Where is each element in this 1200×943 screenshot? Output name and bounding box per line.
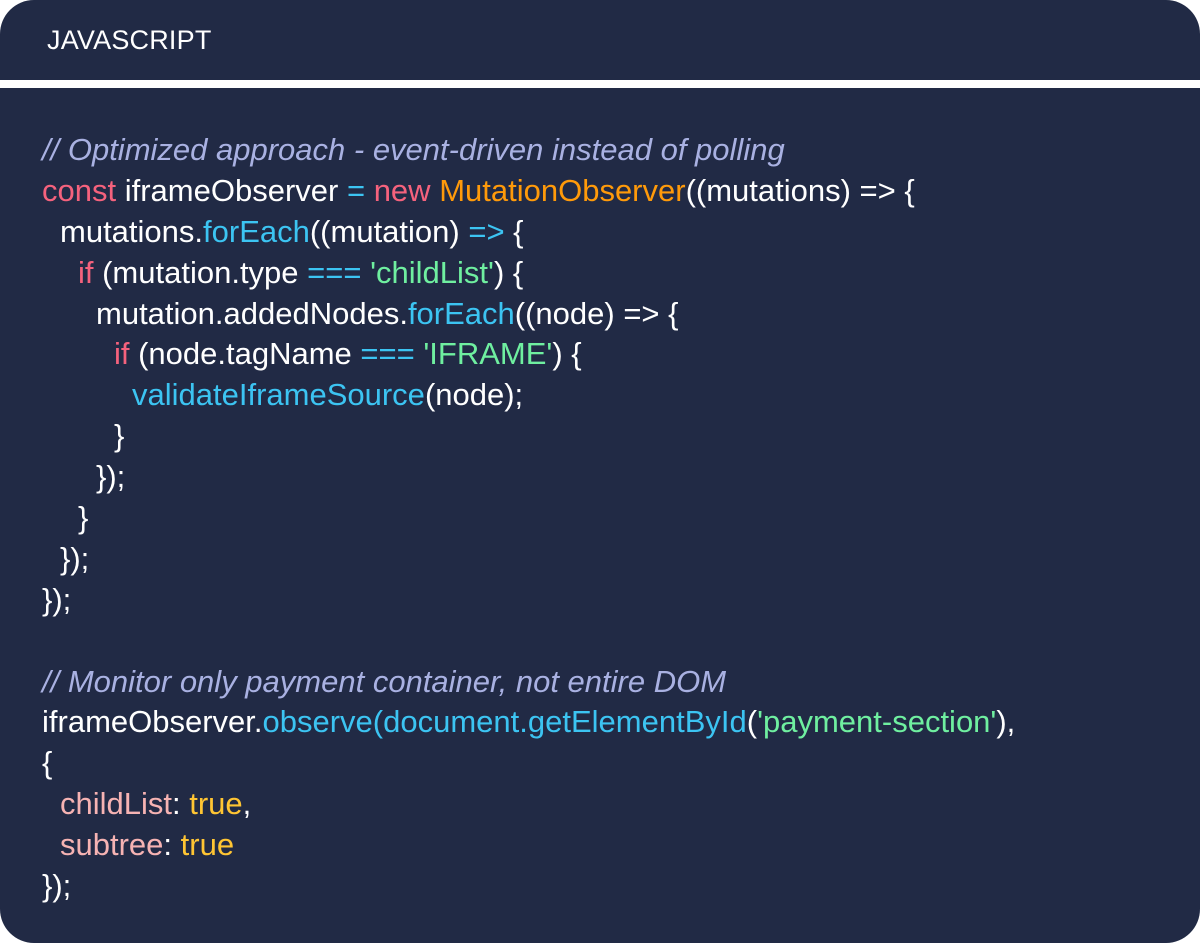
code-token-plain: mutations.: [60, 213, 204, 249]
code-token-plain: {: [42, 745, 53, 781]
code-token-fn: =: [346, 172, 366, 208]
code-token-fn: validateIframeSource: [132, 377, 425, 413]
code-token-plain: ) {: [493, 254, 524, 290]
code-token-fn: observe(document.getElementById: [262, 704, 747, 740]
code-token-plain: });: [42, 581, 72, 617]
code-token-plain: }: [114, 418, 125, 454]
code-token-prop: subtree: [60, 827, 164, 863]
code-content: // Optimized approach - event-driven ins…: [42, 130, 1015, 907]
code-line: });: [42, 457, 1015, 498]
code-token-kw: if: [78, 254, 94, 290]
code-token-plain: :: [172, 786, 190, 822]
code-line: childList: true,: [42, 784, 1015, 825]
code-line: [42, 621, 1015, 662]
code-line: if (node.tagName === 'IFRAME') {: [42, 334, 1015, 375]
code-token-plain: ((node) => {: [514, 295, 679, 331]
code-token-kw: new: [373, 172, 431, 208]
code-token-plain: ),: [996, 704, 1016, 740]
code-token-plain: mutation.addedNodes.: [96, 295, 408, 331]
code-line: if (mutation.type === 'childList') {: [42, 253, 1015, 294]
code-line: validateIframeSource(node);: [42, 375, 1015, 416]
code-token-plain: (node.tagName: [129, 336, 361, 372]
code-line: mutation.addedNodes.forEach((node) => {: [42, 294, 1015, 335]
code-token-plain: ) {: [552, 336, 582, 372]
code-line: }: [42, 416, 1015, 457]
code-token-plain: ((mutation): [309, 213, 469, 249]
code-token-cls: MutationObserver: [439, 172, 686, 208]
code-line: });: [42, 866, 1015, 907]
code-block-header: JAVASCRIPT: [0, 0, 1200, 80]
code-token-comment: // Monitor only payment container, not e…: [42, 663, 727, 699]
code-token-plain: [365, 173, 374, 208]
code-token-str: 'childList': [370, 254, 494, 290]
code-token-bool: true: [180, 827, 235, 863]
language-label: JAVASCRIPT: [47, 24, 212, 55]
code-token-bool: true: [189, 786, 243, 822]
code-token-plain: :: [163, 827, 181, 863]
code-line: subtree: true: [42, 825, 1015, 866]
code-token-str: 'IFRAME': [423, 336, 553, 372]
code-line: iframeObserver.observe(document.getEleme…: [42, 702, 1015, 743]
code-token-comment: // Optimized approach - event-driven ins…: [42, 132, 785, 167]
code-line: });: [42, 580, 1015, 621]
code-token-fn: forEach: [407, 295, 515, 331]
code-token-fn: ===: [307, 254, 362, 290]
code-token-plain: (: [746, 704, 758, 740]
header-divider: [0, 80, 1200, 88]
code-token-plain: (node);: [424, 377, 524, 413]
code-token-plain: iframeObserver: [116, 172, 347, 208]
code-token-plain: ((mutations) => {: [685, 172, 915, 208]
code-line: // Monitor only payment container, not e…: [42, 662, 1015, 703]
code-token-plain: [361, 255, 370, 290]
code-token-plain: });: [96, 459, 126, 495]
code-line: }: [42, 498, 1015, 539]
code-token-plain: (mutation.type: [93, 254, 308, 290]
code-line: mutations.forEach((mutation) => {: [42, 212, 1015, 253]
code-token-kw: if: [114, 336, 130, 372]
code-token-fn: =>: [468, 213, 505, 249]
code-line: const iframeObserver = new MutationObser…: [42, 171, 1015, 212]
code-token-plain: }: [78, 500, 89, 536]
code-line: });: [42, 539, 1015, 580]
code-token-plain: {: [504, 213, 524, 249]
code-token-kw: const: [42, 172, 117, 208]
code-token-plain: ,: [242, 786, 252, 822]
code-token-prop: childList: [60, 786, 172, 822]
code-token-plain: });: [60, 540, 90, 576]
code-token-plain: });: [42, 868, 72, 904]
code-line: {: [42, 743, 1015, 784]
code-line: // Optimized approach - event-driven ins…: [42, 130, 1015, 171]
code-token-fn: ===: [360, 336, 415, 372]
code-token-str: 'payment-section': [757, 704, 997, 740]
code-token-plain: iframeObserver.: [42, 704, 263, 740]
code-token-fn: forEach: [203, 213, 310, 249]
code-token-plain: [431, 173, 440, 208]
